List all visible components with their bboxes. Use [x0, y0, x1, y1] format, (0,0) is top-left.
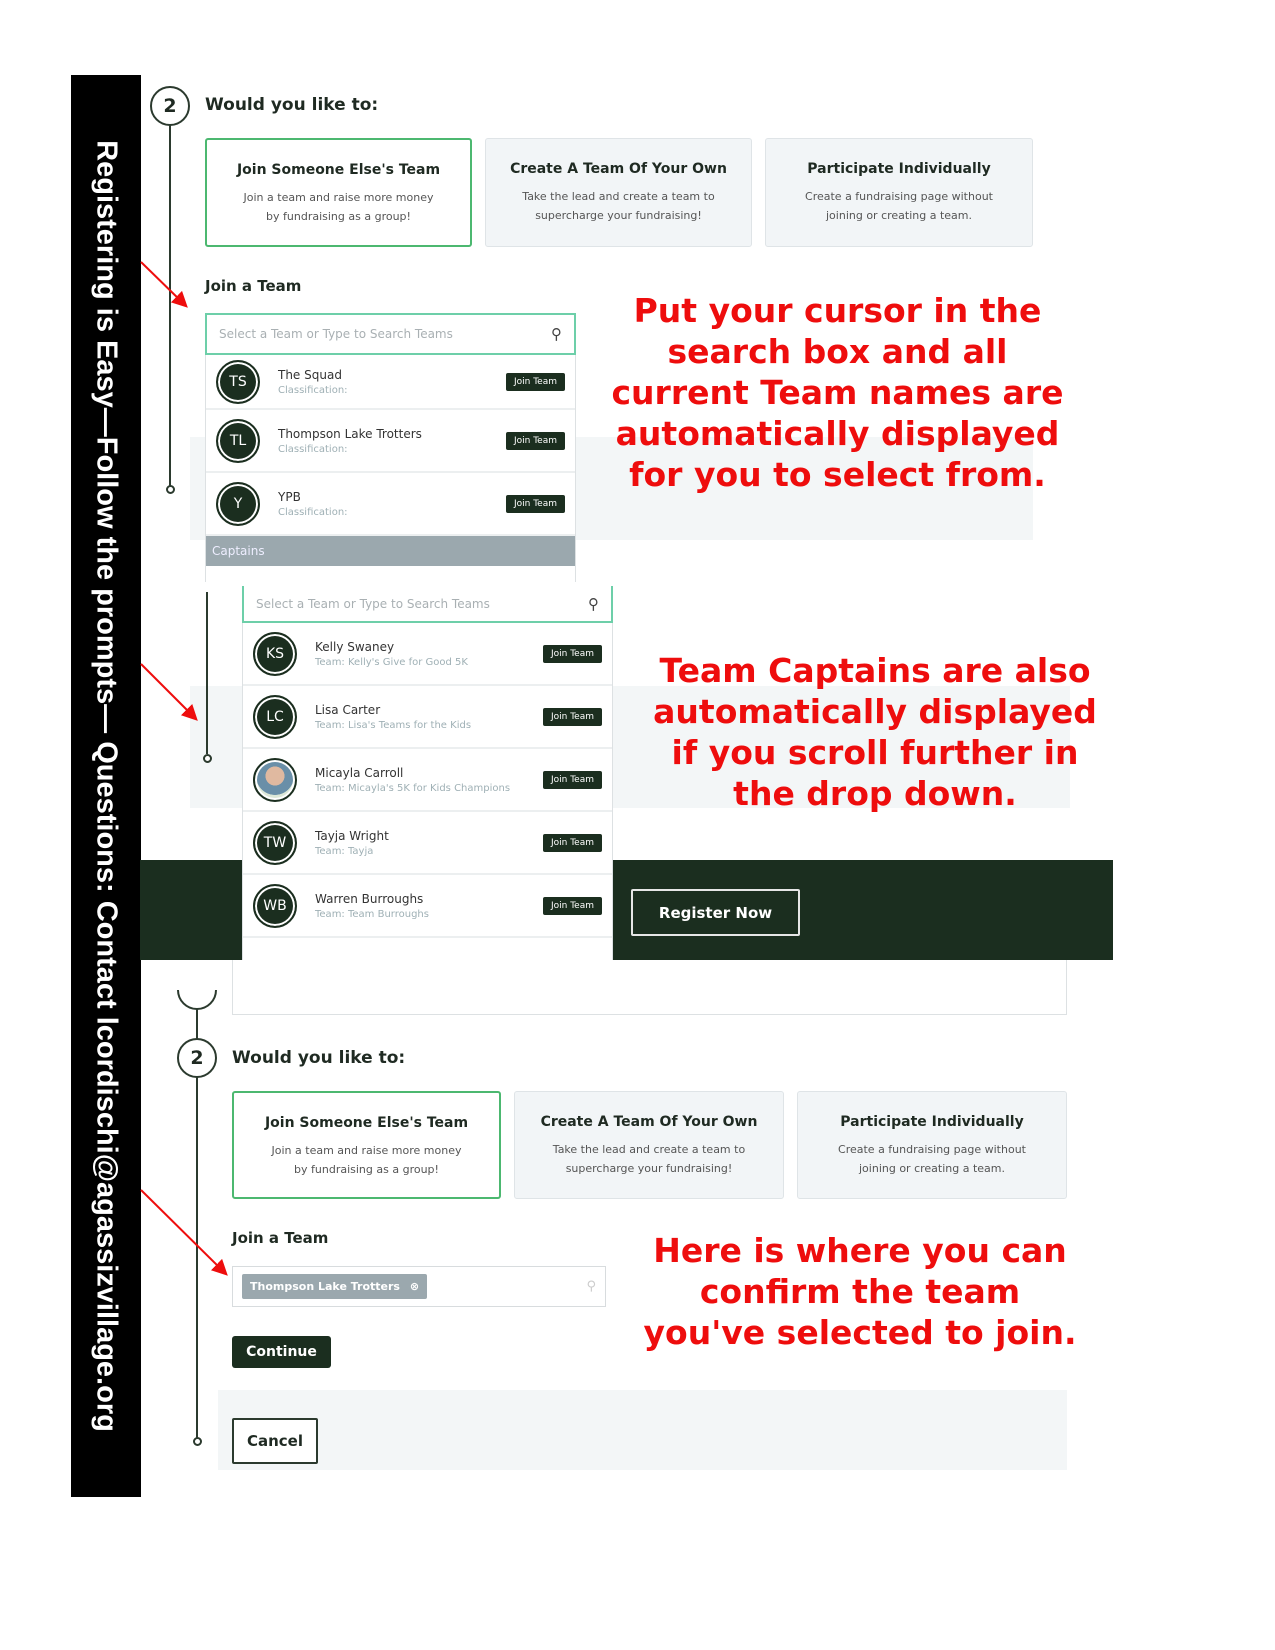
captain-team: Team: Team Burroughs: [315, 908, 429, 920]
join-team-button[interactable]: Join Team: [505, 372, 565, 391]
cancel-button[interactable]: Cancel: [232, 1418, 318, 1464]
team-name: The Squad: [278, 367, 342, 382]
sidebar-banner: Registering is Easy—Follow the prompts— …: [71, 75, 141, 1497]
captain-name: Micayla Carroll: [315, 765, 404, 780]
step-number: 2: [177, 1038, 217, 1078]
arrow-3: [140, 1189, 228, 1276]
captain-photo: [253, 757, 297, 802]
step-end-dot: [193, 1437, 202, 1446]
captain-name: Kelly Swaney: [315, 639, 395, 654]
join-team-button[interactable]: Join Team: [542, 833, 602, 852]
team-search-input[interactable]: Select a Team or Type to Search Teams ⚲: [242, 586, 613, 623]
arrow-2: [140, 663, 198, 721]
captain-name: Tayja Wright: [315, 828, 389, 843]
option-desc: Create a fundraising page without joinin…: [805, 190, 993, 222]
option-title: Participate Individually: [840, 1114, 1024, 1130]
selected-team-chip: Thompson Lake Trotters ⊗: [242, 1274, 428, 1299]
option-desc: Join a team and raise more money by fund…: [271, 1144, 462, 1176]
option-desc: Create a fundraising page without joinin…: [838, 1143, 1026, 1175]
arrow-1: [140, 261, 188, 308]
captain-avatar: WB: [253, 883, 297, 928]
team-avatar: TS: [216, 359, 260, 404]
question-heading: Would you like to:: [205, 95, 379, 115]
team-classification: Classification:: [278, 384, 348, 396]
captain-avatar: KS: [253, 631, 297, 676]
join-team-button[interactable]: Join Team: [542, 707, 602, 726]
captain-team: Team: Tayja: [315, 845, 374, 857]
join-team-button[interactable]: Join Team: [505, 431, 565, 450]
captain-avatar: TW: [253, 820, 297, 865]
step-line: [206, 592, 208, 754]
team-row[interactable]: Y YPB Classification: Join Team: [206, 473, 575, 536]
search-icon: ⚲: [588, 594, 599, 613]
team-classification: Classification:: [278, 506, 348, 518]
join-team-button[interactable]: Join Team: [505, 494, 565, 513]
join-team-button[interactable]: Join Team: [542, 896, 602, 915]
captain-name: Lisa Carter: [315, 702, 381, 717]
captain-team: Team: Lisa's Teams for the Kids: [315, 719, 472, 731]
team-search-input[interactable]: Select a Team or Type to Search Teams ⚲: [205, 313, 576, 355]
option-title: Join Someone Else's Team: [264, 1115, 469, 1131]
option-title: Create A Team Of Your Own: [540, 1114, 758, 1130]
question-heading: Would you like to:: [232, 1048, 406, 1068]
team-classification: Classification:: [278, 443, 348, 455]
continue-button[interactable]: Continue: [232, 1336, 331, 1368]
option-title: Create A Team Of Your Own: [510, 161, 727, 177]
join-team-button[interactable]: Join Team: [542, 770, 602, 789]
step-number: 2: [150, 86, 190, 126]
selected-team-input[interactable]: Thompson Lake Trotters ⊗ ⚲: [232, 1266, 606, 1307]
captains-header: Captains: [206, 536, 575, 566]
option-desc: Take the lead and create a team to super…: [552, 1143, 746, 1175]
step-end-dot: [166, 485, 175, 494]
captain-name: Warren Burroughs: [315, 891, 424, 906]
step-end-dot: [203, 754, 212, 763]
search-placeholder: Select a Team or Type to Search Teams: [219, 327, 453, 341]
join-team-button[interactable]: Join Team: [542, 644, 602, 663]
option-desc: Join a team and raise more money by fund…: [243, 191, 434, 223]
team-name: Thompson Lake Trotters: [278, 426, 422, 441]
background-band: [218, 1390, 1067, 1470]
step-line: [196, 990, 198, 1438]
option-title: Participate Individually: [807, 161, 991, 177]
captain-avatar: LC: [253, 694, 297, 739]
search-placeholder: Select a Team or Type to Search Teams: [256, 596, 490, 611]
join-team-label: Join a Team: [205, 277, 302, 295]
register-now-button[interactable]: Register Now: [631, 889, 800, 936]
team-avatar: TL: [216, 418, 260, 463]
join-team-label: Join a Team: [232, 1229, 329, 1247]
team-name: YPB: [278, 489, 301, 504]
captain-team: Team: Kelly's Give for Good 5K: [315, 656, 468, 668]
option-desc: Take the lead and create a team to super…: [522, 190, 715, 222]
search-icon: ⚲: [586, 1279, 596, 1294]
annotation-3: Here is where you can confirm the team y…: [643, 1231, 1077, 1352]
remove-icon[interactable]: ⊗: [409, 1280, 420, 1293]
annotation-1: Put your cursor in the search box and al…: [611, 291, 1064, 494]
team-avatar: Y: [216, 481, 260, 526]
selected-team-name: Thompson Lake Trotters: [250, 1280, 400, 1293]
annotation-2: Team Captains are also automatically dis…: [653, 651, 1097, 813]
captain-team: Team: Micayla's 5K for Kids Champions: [315, 782, 511, 794]
previous-step-field: [232, 960, 1067, 1015]
step-line: [169, 120, 171, 488]
option-title: Join Someone Else's Team: [236, 162, 441, 178]
search-icon: ⚲: [551, 325, 562, 343]
